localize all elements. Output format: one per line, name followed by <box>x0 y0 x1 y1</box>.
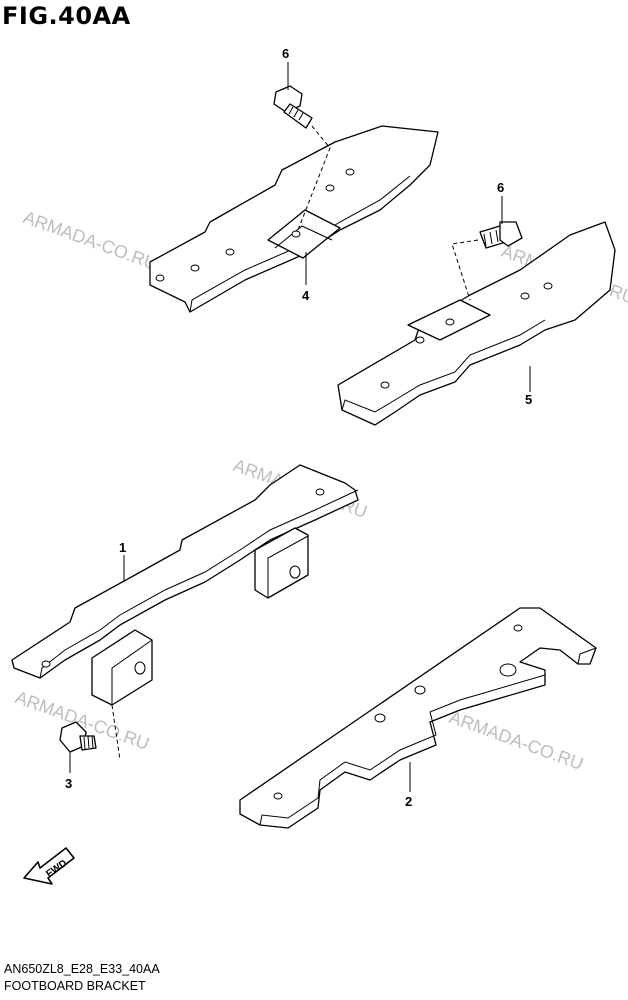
figure-caption: FOOTBOARD BRACKET <box>4 979 146 993</box>
watermark-5: ARMADA-CO.RU <box>447 707 586 774</box>
callout-3: 3 <box>65 776 72 791</box>
callouts: 6 4 6 5 1 3 2 <box>65 46 532 809</box>
part-2-plate <box>239 607 597 829</box>
part-3-bolt <box>59 721 97 753</box>
callout-2: 2 <box>405 794 412 809</box>
part-5-bracket <box>337 221 616 426</box>
part-6-bolt-upper <box>273 85 331 231</box>
callout-6-upper: 6 <box>282 46 289 61</box>
callout-5: 5 <box>525 392 532 407</box>
fwd-arrow-icon: FWD <box>23 847 75 885</box>
callout-1: 1 <box>119 540 126 555</box>
watermark-1: ARMADA-CO.RU <box>21 207 160 274</box>
part-1-bracket <box>11 464 359 761</box>
part-4-bracket <box>149 125 439 313</box>
callout-4: 4 <box>302 288 310 303</box>
part-6-bolt-lower <box>451 221 523 301</box>
leader-lines <box>69 62 531 792</box>
figure-title: FIG.40AA <box>2 2 131 30</box>
callout-6-lower: 6 <box>497 180 504 195</box>
figure-code: AN650ZL8_E28_E33_40AA <box>4 962 160 976</box>
